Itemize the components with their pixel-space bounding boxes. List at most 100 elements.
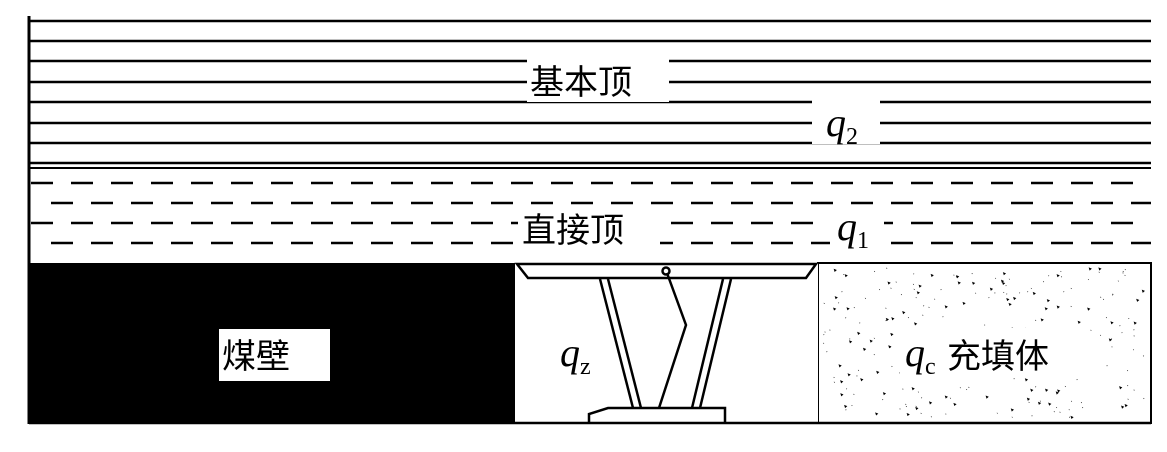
fill-particle [1100, 296, 1102, 298]
fill-particle [890, 287, 892, 289]
fill-particle [1055, 391, 1059, 395]
fill-particle [885, 320, 887, 322]
fill-particle [988, 297, 990, 299]
fill-particle [1098, 271, 1100, 273]
fill-particle [1127, 385, 1129, 387]
fill-particle [1102, 298, 1105, 300]
fill-particle [895, 281, 897, 283]
fill-particle [1106, 365, 1108, 367]
support-link [657, 272, 688, 409]
fill-particle [1039, 400, 1042, 402]
fill-particle [1098, 267, 1102, 271]
fill-particle [860, 378, 864, 382]
fill-particle [917, 391, 920, 393]
fill-particle [1110, 321, 1114, 325]
fill-particle [899, 372, 901, 374]
fill-particle [1024, 378, 1029, 382]
support-load: qz [560, 330, 591, 380]
fill-particle [1111, 346, 1113, 348]
fill-particle [829, 329, 831, 331]
support-canopy [514, 262, 819, 280]
fill-particle [1121, 332, 1123, 334]
fill-particle [955, 276, 958, 278]
backfill-load: qc [905, 330, 936, 380]
fill-particle [1070, 415, 1074, 420]
fill-particle [844, 404, 848, 409]
coal-wall-label: 煤壁 [222, 337, 290, 377]
fill-particle [962, 301, 966, 306]
fill-particle [1122, 272, 1124, 274]
fill-particle [1042, 281, 1045, 283]
fill-particle [971, 272, 973, 275]
fill-particle [823, 334, 825, 336]
fill-particle [1087, 278, 1090, 281]
fill-particle [914, 322, 918, 326]
fill-particle [891, 317, 895, 321]
fill-particle [915, 297, 917, 299]
fill-particle [928, 306, 930, 308]
fill-particle [1040, 318, 1044, 322]
fill-particle [915, 405, 917, 407]
fill-particle [1013, 296, 1017, 301]
fill-particle [1133, 321, 1137, 325]
fill-particle [923, 305, 925, 307]
fill-particle [1105, 317, 1108, 319]
fill-particle [1048, 275, 1050, 277]
fill-particle [864, 297, 867, 300]
fill-particle [1077, 320, 1081, 324]
fill-particle [1031, 415, 1033, 417]
fill-particle [1142, 355, 1145, 357]
support-leg [690, 278, 725, 409]
fill-particle [856, 375, 858, 377]
fill-particle [912, 283, 915, 285]
fill-particle [886, 267, 888, 269]
fill-particle [846, 388, 848, 390]
fill-particle [826, 351, 828, 353]
fill-particle [853, 306, 855, 309]
fill-particle [1053, 411, 1055, 413]
fill-particle [899, 408, 901, 410]
fill-particle [1056, 274, 1060, 278]
fill-particle [1035, 319, 1037, 321]
support-leg [598, 278, 635, 409]
fill-particle [859, 322, 861, 324]
fill-particle [849, 338, 851, 340]
fill-particle [959, 387, 961, 389]
fill-particle [1080, 402, 1083, 404]
fill-particle [1046, 299, 1050, 303]
fill-particle [1055, 406, 1058, 409]
hydraulic-support [514, 262, 819, 423]
fill-particle [1032, 291, 1036, 296]
fill-particle [1124, 268, 1126, 271]
fill-particle [944, 305, 948, 309]
fill-particle [902, 388, 904, 390]
fill-particle [911, 387, 915, 391]
fill-particle [989, 287, 994, 291]
fill-particle [922, 314, 924, 316]
fill-particle [873, 337, 875, 339]
fill-particle [1010, 408, 1014, 412]
fill-particle [1112, 293, 1114, 295]
fill-particle [1057, 389, 1061, 393]
fill-particle [1006, 293, 1008, 295]
fill-particle [857, 369, 860, 371]
backfill-texture [823, 267, 1145, 420]
fill-particle [930, 273, 934, 278]
fill-particle [1045, 388, 1049, 392]
fill-particle [1070, 400, 1073, 402]
fill-particle [934, 298, 936, 300]
fill-particle [876, 370, 880, 374]
fill-particle [957, 281, 961, 285]
fill-particle [913, 273, 915, 275]
fill-particle [847, 373, 851, 377]
fill-particle [994, 292, 996, 294]
fill-particle [833, 376, 835, 379]
fill-particle [1002, 281, 1006, 286]
fill-particle [887, 281, 891, 285]
fill-particle [1070, 287, 1072, 290]
fill-particle [882, 392, 887, 396]
fill-particle [1011, 416, 1013, 418]
fill-particle [953, 274, 955, 276]
fill-particle [1124, 274, 1126, 277]
